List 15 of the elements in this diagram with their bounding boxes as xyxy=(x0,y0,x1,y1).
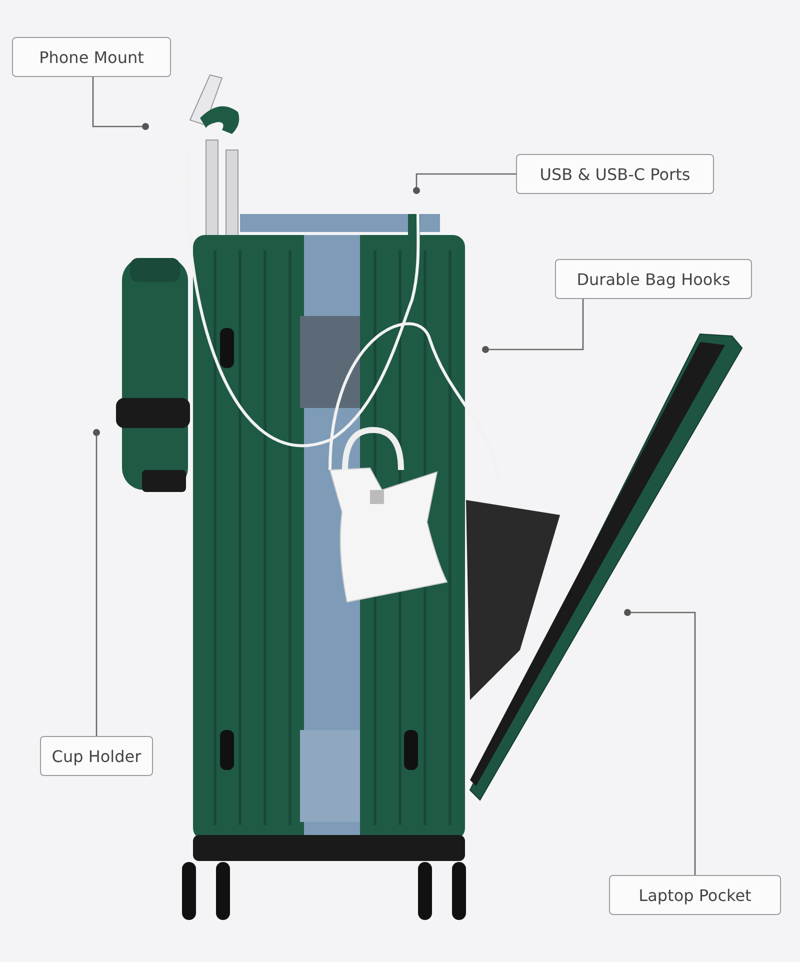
leader-line xyxy=(416,173,516,187)
leader-dot xyxy=(413,187,420,194)
callout-label: Phone Mount xyxy=(12,37,171,77)
callout-label: Laptop Pocket xyxy=(609,875,781,915)
leader-line xyxy=(92,77,142,128)
leader-line xyxy=(631,612,696,875)
callout-label: Durable Bag Hooks xyxy=(555,259,752,299)
leader-dot xyxy=(624,609,631,616)
callout-label: Cup Holder xyxy=(40,736,153,776)
leader-dot xyxy=(142,123,149,130)
leader-line xyxy=(96,436,98,736)
callout-label: USB & USB-C Ports xyxy=(516,154,714,194)
leader-dot xyxy=(482,346,489,353)
leader-line xyxy=(489,299,584,350)
leader-dot xyxy=(93,429,100,436)
